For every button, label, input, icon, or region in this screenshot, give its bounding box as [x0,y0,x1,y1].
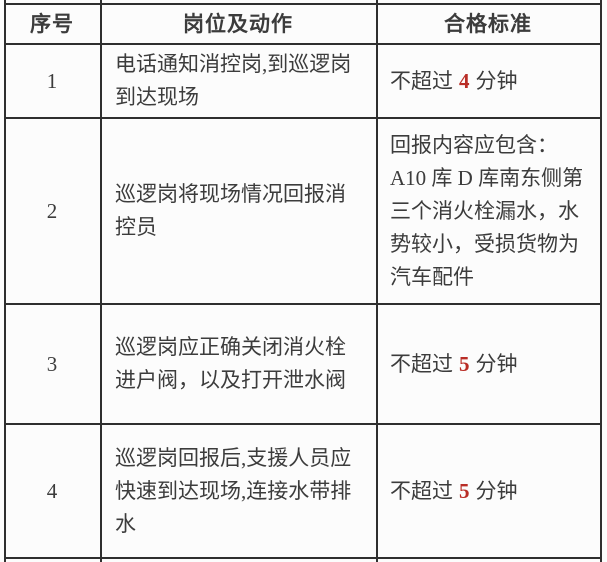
header-top-border [4,3,602,5]
row-4-standard-prefix: 不超过 [390,478,453,503]
row-1-standard: 不超过 4 分钟 [378,45,598,117]
header-standard: 合格标准 [444,11,532,36]
row-4-time-limit-number: 5 [459,478,470,503]
table-border-left [4,0,6,562]
column-divider-action-standard [376,0,378,562]
row-3-action-text: 巡逻岗应正确关闭消火栓 进户阀，以及打开泄水阀 [115,335,346,392]
row-2-action-text: 巡逻岗将现场情况回报消 控员 [115,182,346,239]
row-1-standard-suffix: 分钟 [475,68,518,93]
row-2-standard-text: 回报内容应包含： A10 库 D 库南东侧第 三个消火栓漏水，水 势较小，受损货… [390,132,584,289]
row-4-action: 巡逻岗回报后,支援人员应 快速到达现场,连接水带排 水 [102,425,374,557]
row-1-time-limit-number: 4 [459,68,470,93]
row-2-standard: 回报内容应包含： A10 库 D 库南东侧第 三个消火栓漏水，水 势较小，受损货… [378,119,598,303]
row-3-time-limit-number: 5 [459,351,470,376]
table-border-right [600,0,602,562]
row-4-number: 4 [46,478,58,503]
row-3-action: 巡逻岗应正确关闭消火栓 进户阀，以及打开泄水阀 [102,305,374,423]
row-3-standard: 不超过 5 分钟 [378,305,598,423]
header-action: 岗位及动作 [183,11,293,36]
row-1-bottom-border [4,117,602,119]
row-1-standard-prefix: 不超过 [390,68,453,93]
row-2-bottom-border [4,303,602,305]
row-4-action-text: 巡逻岗回报后,支援人员应 快速到达现场,连接水带排 水 [115,445,352,536]
row-4-standard: 不超过 5 分钟 [378,425,598,557]
row-3-standard-prefix: 不超过 [390,351,453,376]
row-1-number: 1 [46,68,58,93]
row-4-bottom-border [4,557,602,559]
row-3-bottom-border [4,423,602,425]
row-1-action: 电话通知消控岗,到巡逻岗 到达现场 [102,45,374,117]
row-1-action-text: 电话通知消控岗,到巡逻岗 到达现场 [115,52,352,109]
row-3-standard-suffix: 分钟 [475,351,518,376]
row-3-number: 3 [46,351,58,376]
header-no: 序号 [30,11,74,36]
row-4-standard-suffix: 分钟 [475,478,518,503]
column-divider-no-action [100,0,102,562]
header-bottom-border [4,43,602,45]
row-2-number: 2 [46,198,58,223]
row-2-action: 巡逻岗将现场情况回报消 控员 [102,119,374,303]
